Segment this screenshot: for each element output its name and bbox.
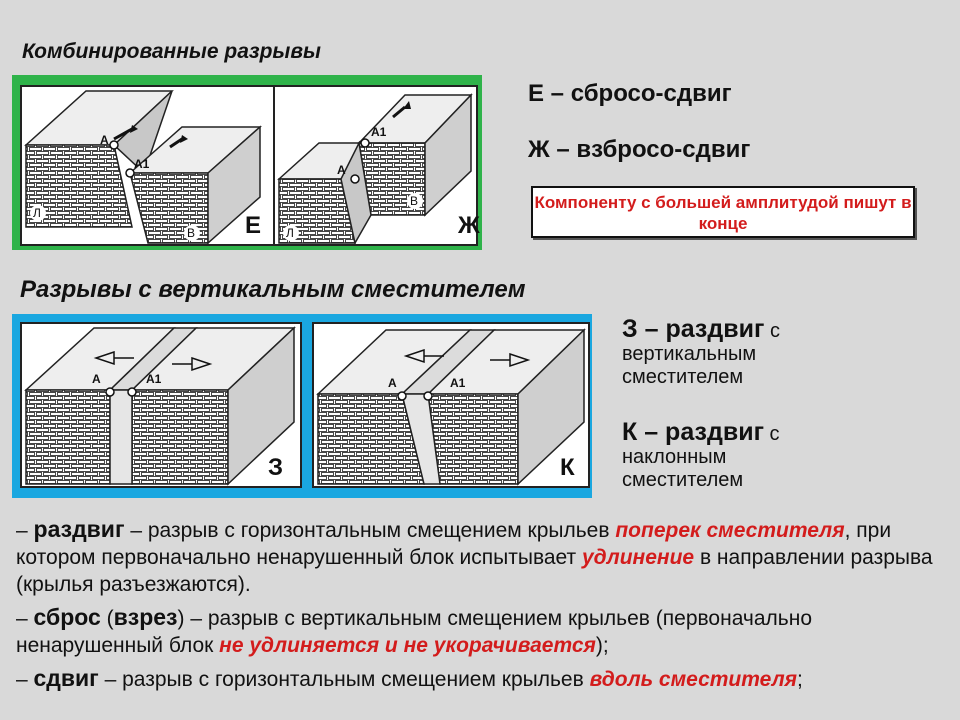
term: раздвиг (33, 516, 125, 542)
section-title-combined: Комбинированные разрывы (22, 40, 321, 63)
figure-k: А А1 К (312, 322, 590, 488)
text: – разрыв с горизонтальным смещением крыл… (124, 519, 616, 542)
text: ( (100, 607, 114, 630)
point-a1-label: А1 (450, 376, 466, 390)
point-a1-label: А1 (134, 157, 150, 171)
point-a-label: А (388, 376, 397, 390)
point-a1-label: А1 (371, 125, 387, 139)
figure-letter: Е (245, 212, 262, 239)
definition-sbros: – сброс (взрез) – разрыв с вертикальным … (16, 604, 951, 659)
figure-zh-drawing (277, 93, 473, 244)
text: ; (797, 668, 803, 691)
definition-sdvig: – сдвиг – разрыв с горизонтальным смещен… (16, 665, 951, 693)
highlight: удлинение (582, 546, 695, 569)
term: сброс (33, 604, 101, 630)
figure-letter: Ж (458, 212, 480, 239)
figure-letter: З (268, 454, 284, 481)
figure-zh: А А1 Л В Ж (273, 85, 480, 246)
definitions: – раздвиг – разрыв с горизонтальным смещ… (16, 516, 951, 699)
highlight: поперек сместителя (615, 519, 845, 542)
term: сдвиг (33, 665, 99, 691)
dash: – (16, 668, 34, 691)
vertical-faults-panel: А А1 З А А1 К (12, 314, 592, 498)
dash: – (16, 607, 34, 630)
dash: – (16, 519, 34, 542)
label-k: К – раздвиг с наклонным сместителем (622, 418, 842, 492)
figure-e-drawing (24, 90, 262, 244)
left-block-label: Л (286, 226, 294, 240)
highlight: вдоль сместителя (589, 668, 798, 691)
label-e: Е – сбросо-сдвиг (528, 80, 732, 107)
label-z-head: З – раздвиг (622, 315, 765, 343)
label-k-rest: с наклонным сместителем (622, 423, 780, 491)
figure-k-drawing (316, 328, 586, 486)
point-a1-label: А1 (146, 372, 162, 386)
text: ) – разрыв с вертикальным смещением крыл… (16, 607, 813, 657)
figure-letter: К (560, 454, 575, 481)
point-a-label: А (337, 163, 346, 177)
note-box: Компоненту с большей амплитудой пишут в … (531, 186, 915, 238)
left-block-label: Л (33, 206, 41, 220)
figure-z: А А1 З (20, 322, 302, 488)
label-zh: Ж – взбросо-сдвиг (528, 136, 751, 163)
figure-e: А А1 Л В Е (20, 85, 275, 246)
point-a-label: А (100, 133, 109, 147)
text: , при котором первоначально ненарушенный… (16, 519, 892, 569)
highlight: не удлиняется и не укорачивается (219, 634, 596, 657)
text: в направлении разрыва (крылья разъезжают… (16, 546, 933, 596)
combined-faults-panel: А А1 Л В Е А А1 Л В Ж (12, 75, 482, 250)
figure-z-drawing (24, 326, 296, 486)
text: – разрыв с горизонтальным смещением крыл… (98, 668, 590, 691)
label-k-head: К – раздвиг (622, 418, 764, 446)
definition-razdvig: – раздвиг – разрыв с горизонтальным смещ… (16, 516, 951, 598)
right-block-label: В (410, 194, 419, 208)
text: ); (595, 634, 609, 657)
right-block-label: В (187, 226, 196, 240)
section-title-vertical: Разрывы с вертикальным сместителем (20, 276, 526, 303)
term: взрез (113, 604, 178, 630)
point-a-label: А (92, 372, 101, 386)
label-z-rest: с вертикальным сместителем (622, 320, 780, 388)
label-z: З – раздвиг с вертикальным сместителем (622, 315, 842, 389)
